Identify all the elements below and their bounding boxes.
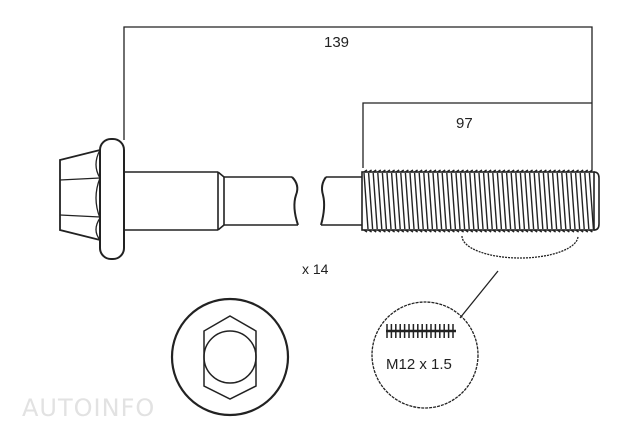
dimension-label-overall: 139 (324, 34, 350, 51)
thread-detail-circle (371, 301, 479, 409)
bolt-shank (124, 171, 362, 231)
callout-leader (459, 270, 499, 319)
bolt-end-view (170, 297, 290, 417)
dimension-label-thread: 97 (456, 115, 473, 132)
callout-ellipse (461, 235, 579, 259)
watermark: AUTOINFO (22, 394, 156, 422)
quantity-label: x 14 (302, 261, 329, 277)
dimension-line-overall (123, 26, 593, 170)
bolt-head (59, 138, 125, 260)
dimension-line-thread (362, 102, 592, 168)
thread-detail-teeth (386, 324, 456, 338)
thread-spec-label: M12 x 1.5 (386, 356, 452, 373)
bolt-thread (361, 169, 600, 233)
